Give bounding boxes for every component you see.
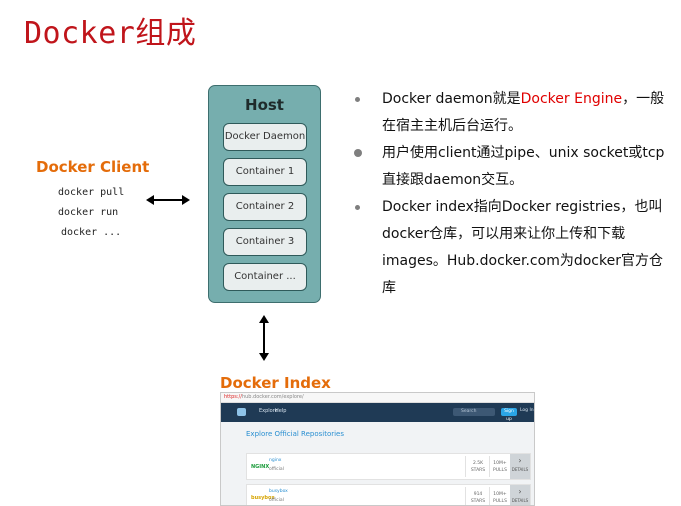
divider: [489, 487, 490, 505]
docker-index: Docker Index https://hub.docker.com/expl…: [220, 374, 535, 506]
divider: [465, 487, 466, 505]
bullet-text: Docker index指向Docker registries，也叫docker…: [382, 199, 663, 296]
bullet-dot-icon: [354, 149, 362, 157]
bullet-item: 用户使用client通过pipe、unix socket或tcp直接跟daemo…: [354, 140, 670, 194]
bullet-item: Docker index指向Docker registries，也叫docker…: [355, 194, 670, 302]
repo-tag: official: [269, 467, 284, 472]
bullet-text: ，一般在宿主主机后台运行。: [382, 91, 665, 134]
nav-explore: Explore: [259, 408, 278, 414]
repo-pulls: 10M+PULLS: [493, 492, 507, 504]
bullet-list: Docker daemon就是Docker Engine，一般在宿主主机后台运行…: [354, 86, 670, 302]
host-item-container-2: Container 2: [223, 193, 307, 221]
slide-title: Docker组成: [24, 16, 197, 51]
host-item-docker-daemon: Docker Daemon: [223, 123, 307, 151]
bullet-dot-icon: [355, 205, 360, 210]
repo-tag: official: [269, 498, 284, 503]
bullet-dot-icon: [355, 97, 360, 102]
url-bar: https://hub.docker.com/explore/: [221, 393, 534, 403]
busybox-logo: busybox: [251, 495, 275, 501]
hub-navbar: Explore Help Search Sign up Log In: [221, 403, 534, 422]
repo-name: nginx: [269, 458, 282, 463]
client-host-arrow-icon: [146, 195, 190, 205]
nginx-logo: NGINX: [251, 464, 270, 470]
bullet-item: Docker daemon就是Docker Engine，一般在宿主主机后台运行…: [355, 86, 670, 140]
host-item-container-more: Container ...: [223, 263, 307, 291]
docker-index-label: Docker Index: [220, 374, 331, 392]
bullet-text: Docker daemon就是: [382, 91, 521, 107]
docker-client-label: Docker Client: [36, 158, 150, 176]
nav-help: Help: [275, 408, 287, 414]
host-index-arrow-icon: [259, 315, 269, 361]
repo-details-button: ›DETAILS: [510, 454, 530, 479]
docker-whale-icon: [237, 408, 246, 416]
docker-hub-screenshot: https://hub.docker.com/explore/ Explore …: [220, 392, 535, 506]
explore-heading: Explore Official Repositories: [246, 430, 344, 438]
bullet-highlight: Docker Engine: [520, 91, 623, 107]
url-prefix: https://: [224, 394, 242, 400]
repo-details-button: ›DETAILS: [510, 485, 530, 505]
host-item-container-3: Container 3: [223, 228, 307, 256]
docker-client: Docker Client docker pull docker run doc…: [36, 158, 166, 243]
divider: [465, 456, 466, 477]
client-command: docker pull: [58, 187, 125, 198]
host-box: Host Docker Daemon Container 1 Container…: [208, 85, 321, 303]
client-command: docker run: [58, 207, 119, 218]
client-command: docker ...: [61, 227, 122, 238]
bullet-text: 用户使用client通过pipe、unix socket或tcp直接跟daemo…: [382, 145, 665, 188]
divider: [489, 456, 490, 477]
host-item-container-1: Container 1: [223, 158, 307, 186]
host-label: Host: [245, 96, 284, 114]
url-text: hub.docker.com/explore/: [241, 394, 304, 400]
hub-signup-button: Sign up: [501, 408, 517, 422]
hub-search-input: Search: [453, 408, 495, 416]
hub-login-link: Log In: [520, 408, 534, 413]
repo-name: busybox: [269, 489, 288, 494]
repo-pulls: 10M+PULLS: [493, 461, 507, 473]
